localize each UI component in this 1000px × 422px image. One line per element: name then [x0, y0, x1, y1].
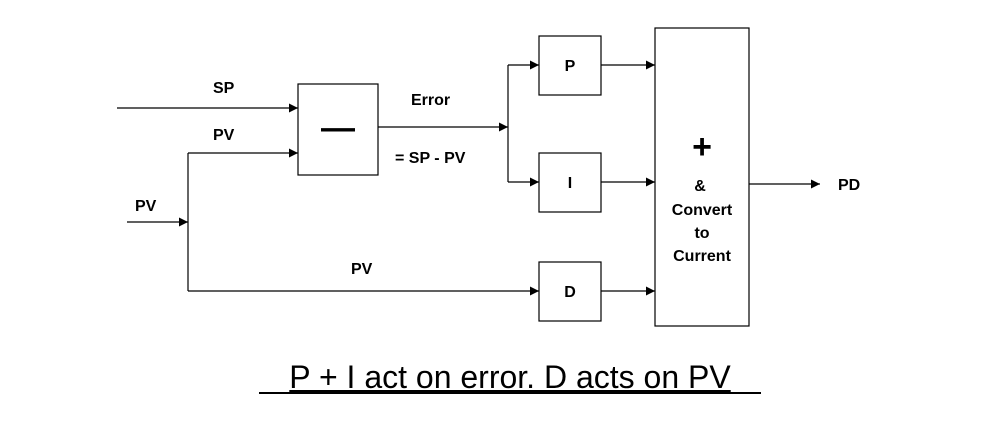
d-block [538, 261, 602, 322]
summer-line-convert: Convert [672, 202, 733, 219]
caption-text: P + I act on error. D acts on PV [289, 359, 731, 395]
pv-bottom-label: PV [351, 261, 373, 278]
d-label: D [564, 284, 576, 301]
pv-input-label: PV [135, 198, 157, 215]
p-block [538, 35, 602, 96]
subtractor-symbol: — [321, 109, 355, 147]
summer-line-to: to [694, 225, 709, 242]
summer-plus-symbol: + [692, 128, 712, 166]
summer-line-current: Current [673, 248, 731, 265]
i-label: I [568, 175, 572, 192]
error-label: Error [411, 92, 450, 109]
pd-output-label: PD [838, 177, 860, 194]
summer-line-ampersand: & [694, 178, 706, 195]
sp-label: SP [213, 80, 235, 97]
p-label: P [565, 58, 576, 75]
subtractor-block [297, 83, 379, 176]
i-block [538, 152, 602, 213]
summer-convert-block [654, 27, 750, 327]
pv-top-label: PV [213, 127, 235, 144]
error-equation: = SP - PV [395, 150, 466, 167]
